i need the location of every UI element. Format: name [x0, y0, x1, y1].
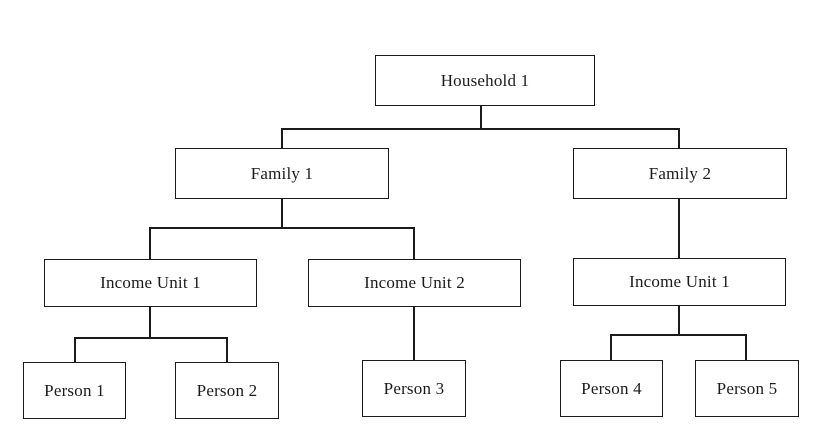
connector-family2-down: [678, 198, 680, 259]
node-person-2: Person 2: [175, 362, 279, 419]
node-income-unit-2-family-1: Income Unit 2: [308, 259, 521, 307]
connector-incomeunit2-f1-down: [413, 306, 415, 361]
node-person-3-label: Person 3: [383, 378, 445, 398]
connector-family1-down: [281, 198, 283, 229]
node-family-1-label: Family 1: [250, 163, 314, 183]
connector-person1-top: [74, 337, 76, 363]
connector-incomeunits-f1-horizontal: [149, 227, 415, 229]
node-person-3: Person 3: [362, 360, 466, 417]
node-person-1: Person 1: [23, 362, 126, 419]
connector-person2-top: [226, 337, 228, 363]
node-person-2-label: Person 2: [196, 380, 258, 400]
node-income-unit-1-family-1: Income Unit 1: [44, 259, 257, 307]
node-household-1: Household 1: [375, 55, 595, 106]
connector-incomeunit1-f2-down: [678, 305, 680, 336]
connector-incomeunit1-f1-top: [149, 227, 151, 260]
connector-person5-top: [745, 334, 747, 361]
node-income-unit-1-family-2-label: Income Unit 1: [629, 272, 730, 291]
node-income-unit-1-family-2: Income Unit 1: [573, 258, 786, 306]
connector-persons45-horizontal: [610, 334, 747, 336]
connector-household1-down: [480, 106, 482, 129]
connector-person4-top: [610, 334, 612, 361]
node-family-2-label: Family 2: [648, 163, 712, 183]
node-person-1-label: Person 1: [44, 380, 105, 400]
node-person-4: Person 4: [560, 360, 663, 417]
node-person-5: Person 5: [695, 360, 799, 417]
connector-family1-top: [281, 128, 283, 149]
connector-family2-top: [678, 128, 680, 149]
connector-persons12-horizontal: [74, 337, 228, 339]
node-income-unit-1-family-1-label: Income Unit 1: [100, 273, 201, 292]
node-person-5-label: Person 5: [716, 378, 778, 398]
node-family-1: Family 1: [175, 148, 389, 199]
node-income-unit-2-family-1-label: Income Unit 2: [364, 273, 465, 292]
node-family-2: Family 2: [573, 148, 787, 199]
node-person-4-label: Person 4: [581, 378, 642, 398]
node-household-1-label: Household 1: [440, 70, 530, 90]
connector-families-horizontal: [281, 128, 680, 130]
connector-incomeunit2-f1-top: [413, 227, 415, 260]
connector-incomeunit1-f1-down: [149, 306, 151, 339]
